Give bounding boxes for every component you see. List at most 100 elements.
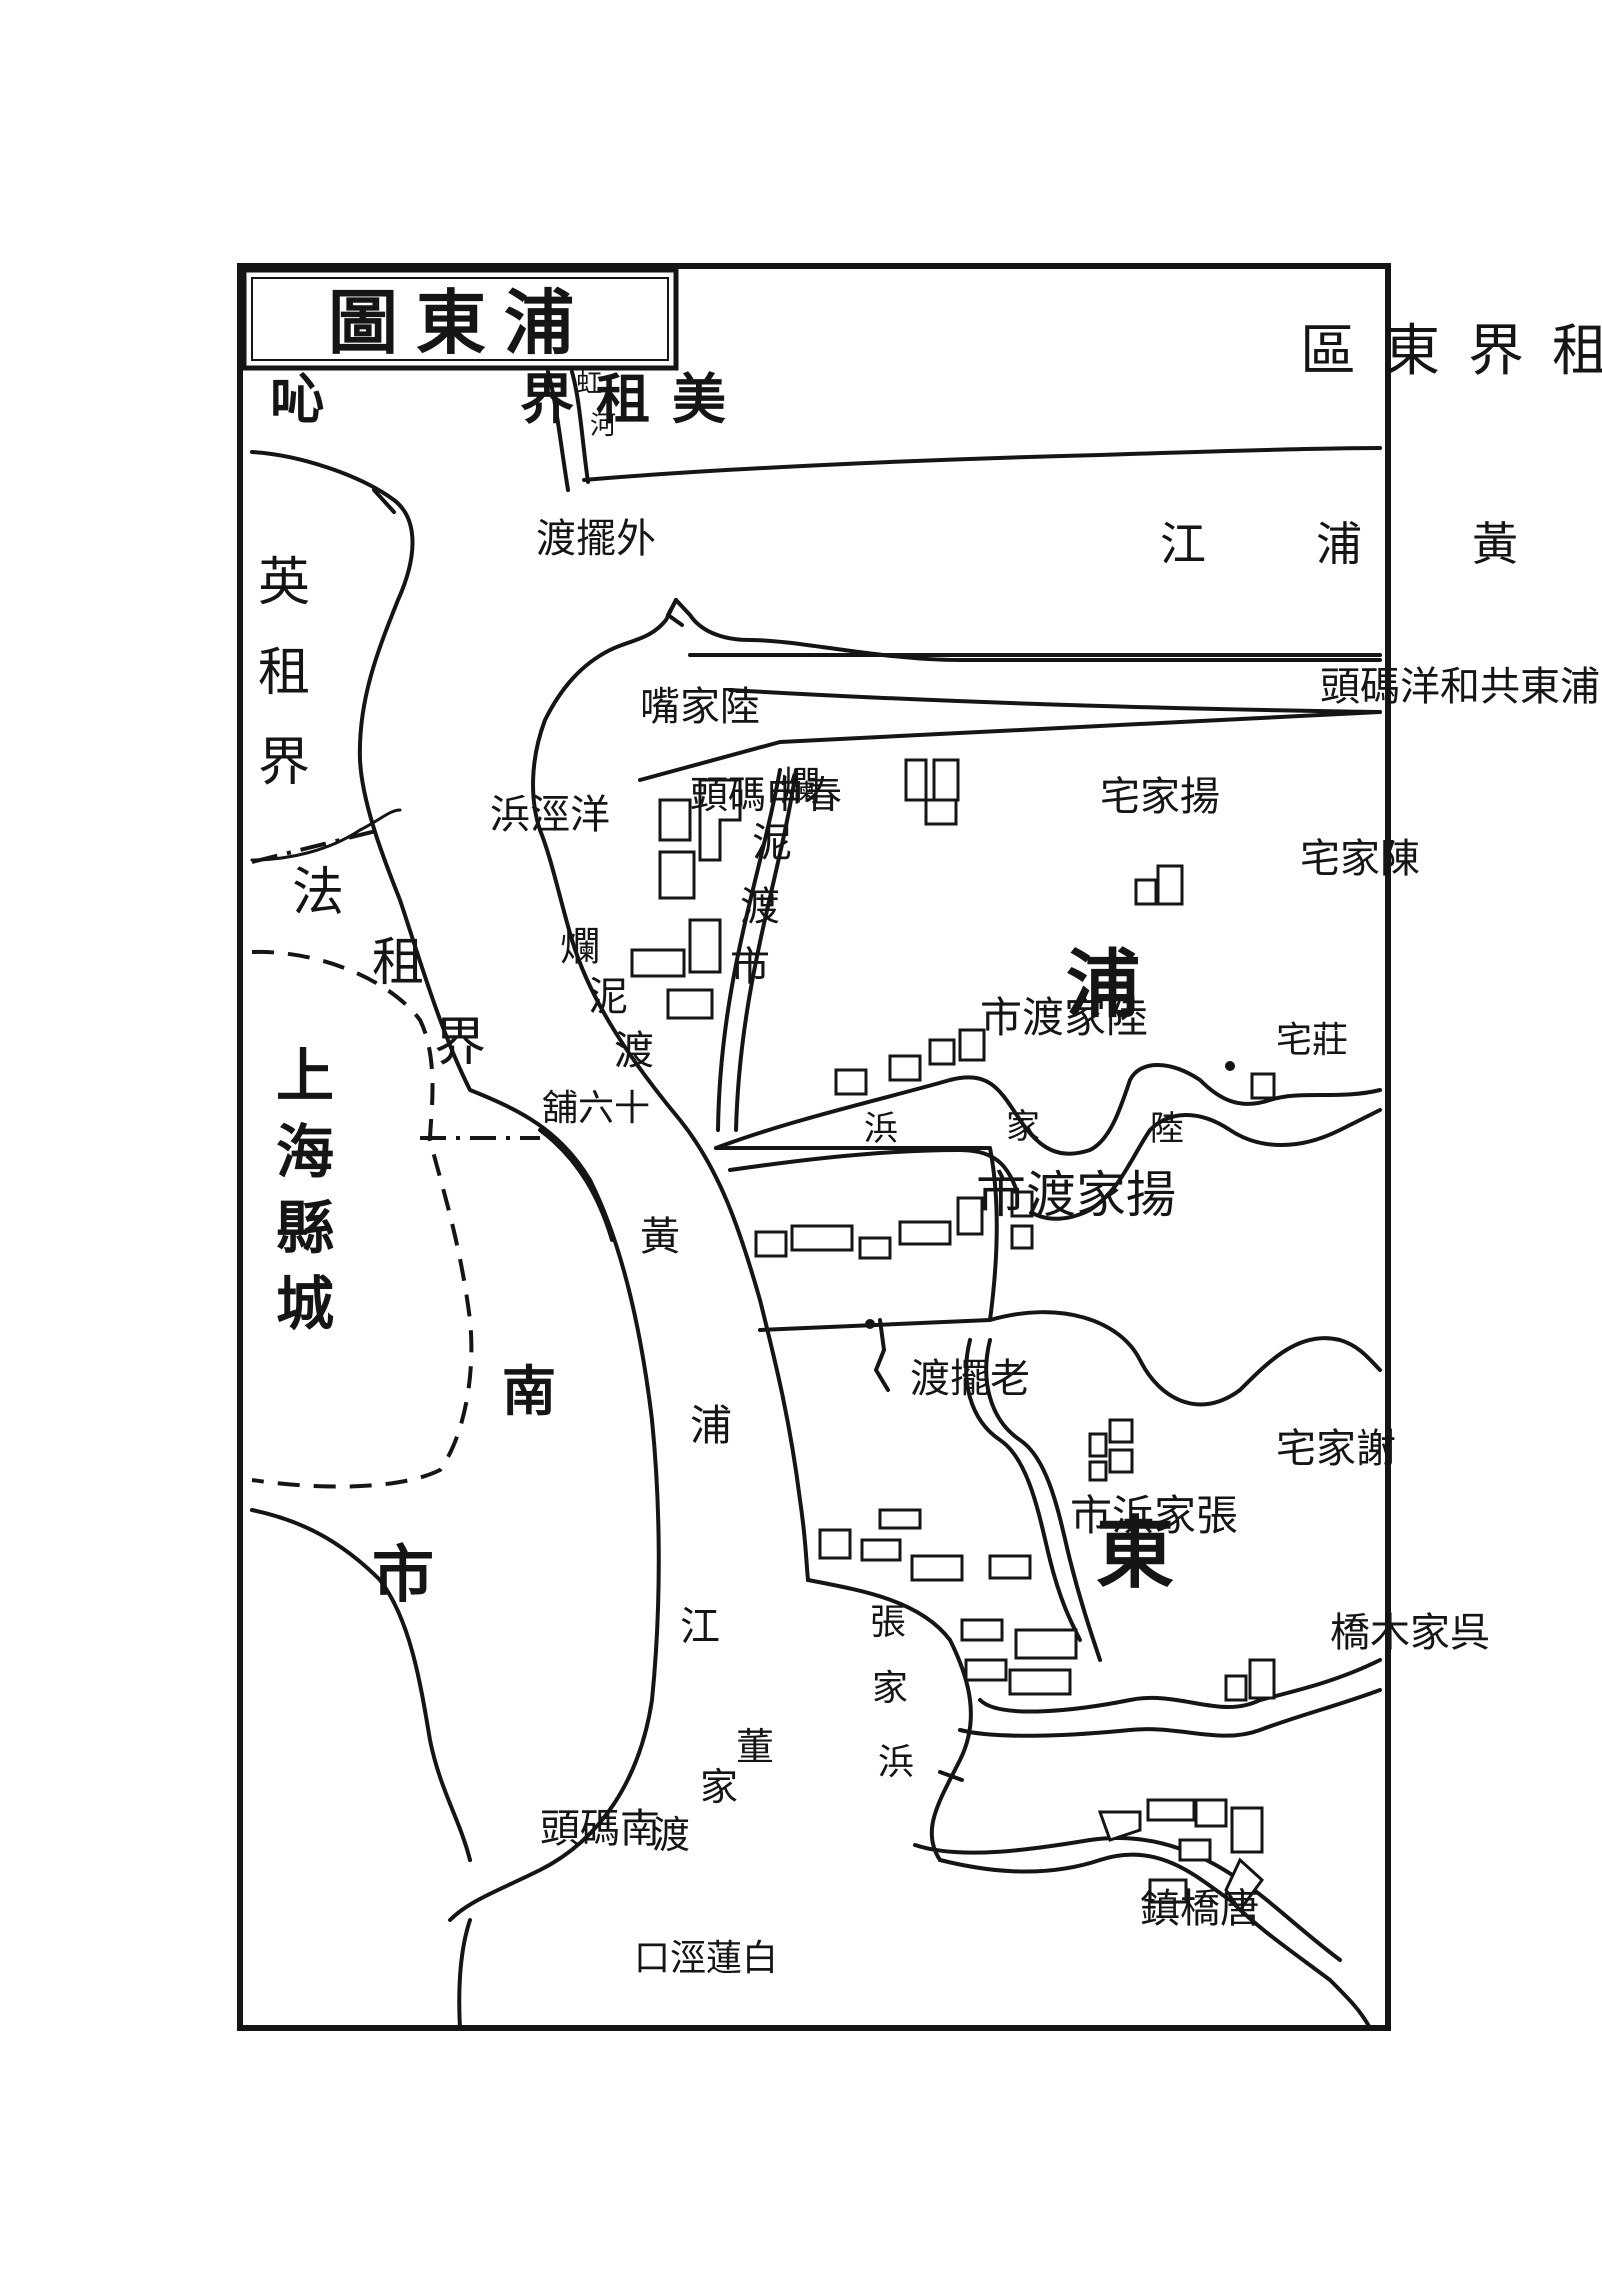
lannidu-dot bbox=[865, 1319, 875, 1329]
yangjiadu-block bbox=[714, 1146, 999, 1332]
label-waibaidu: 外擺渡 bbox=[536, 516, 656, 562]
river-north-bank-line bbox=[582, 446, 1382, 482]
label-fazujie-char1: 法 bbox=[292, 863, 344, 923]
label-dongjiadu-char3: 渡 bbox=[652, 1813, 690, 1857]
zhangjiabang-south-branch bbox=[806, 1578, 973, 1862]
label-shi: 市 bbox=[372, 1538, 434, 1611]
label-zhangjiabang-shi: 張家浜市 bbox=[1070, 1491, 1238, 1540]
label-yingzujie-char3: 界 bbox=[258, 733, 310, 793]
label-lanni-du-char2: 泥 bbox=[588, 974, 628, 1020]
label-hongkou: 虹 河 bbox=[576, 369, 616, 441]
label-meizujie-extra: 吣 bbox=[270, 367, 324, 431]
jiabang-creek-south bbox=[728, 1108, 1382, 1221]
label-dongjiadu-char1: 董 bbox=[736, 1725, 774, 1769]
label-shanghai-city: 上 海 縣 城 bbox=[276, 1042, 334, 1338]
label-pudong-wharf: 浦東共和洋碼頭 bbox=[1320, 664, 1600, 710]
puxi-west-creek bbox=[250, 1508, 472, 1862]
city-wall-boundary bbox=[251, 949, 474, 1489]
zhangjiabang-creek-main bbox=[984, 1338, 1102, 1662]
label-jiabang-char-lu: 陸 bbox=[1150, 1109, 1184, 1149]
tangqiao-buildings bbox=[1097, 1798, 1265, 1913]
label-fazujie-char2: 租 bbox=[372, 933, 424, 993]
label-fazujie: 法 租 界 bbox=[292, 863, 486, 1073]
label-shanghai-city-char2: 海 bbox=[276, 1118, 334, 1186]
label-meizujie: 美租界 bbox=[520, 367, 748, 431]
tangqiao-creek-2 bbox=[913, 1836, 1342, 1962]
label-nan: 南 bbox=[502, 1359, 556, 1423]
label-yang-residence: 揚家宅 bbox=[1100, 774, 1220, 820]
laobaidu-creek-east bbox=[988, 1310, 1382, 1407]
label-xie-residence: 謝家宅 bbox=[1276, 1426, 1396, 1472]
label-jiabang: 浜 家 陸 bbox=[864, 1107, 1184, 1149]
label-zhangjiabang: 張 家 浜 bbox=[870, 1602, 914, 1783]
label-lujiazui: 陸家嘴 bbox=[640, 684, 760, 730]
chen-residence-buildings bbox=[1134, 864, 1184, 906]
label-yangjingbang: 洋涇浜 bbox=[490, 792, 610, 838]
map-title: 浦東圖 bbox=[328, 281, 592, 364]
lujiazui-outline bbox=[531, 598, 1382, 1582]
label-wujia-bridge: 呉家木橋 bbox=[1330, 1610, 1490, 1656]
label-pu-mid: 浦 bbox=[690, 1401, 732, 1450]
lannidu-buildings bbox=[630, 778, 742, 1020]
label-zhuang-residence: 莊宅 bbox=[1276, 1020, 1348, 1061]
label-lujiadu-shi: 陸家渡市 bbox=[980, 993, 1148, 1042]
yangjingbang-creek bbox=[250, 808, 402, 862]
label-yingzujie-char2: 租 bbox=[258, 643, 310, 703]
jiabang-creek-north bbox=[714, 1063, 1382, 1156]
label-shanghai-city-char4: 城 bbox=[276, 1270, 334, 1338]
label-lannidu-shi-char3: 渡 bbox=[740, 884, 780, 930]
label-lannidu-shi-char1: 爛 bbox=[780, 764, 820, 810]
label-shanghai-city-char3: 縣 bbox=[276, 1194, 334, 1262]
label-gonggong-zujie: 公共租界東區 bbox=[1300, 319, 1602, 384]
label-lannidu-shi-char2: 泥 bbox=[752, 820, 792, 866]
label-lanni-du: 爛 泥 渡 bbox=[560, 924, 654, 1074]
label-lannidu-shi-char4: 市 bbox=[730, 944, 770, 990]
xie-residence-buildings bbox=[1088, 1418, 1134, 1482]
label-zhangjiabang-char1: 張 bbox=[870, 1602, 906, 1643]
zhangjiabang-south-branch-2 bbox=[978, 1658, 1382, 1714]
label-yangjiadu-shi: 揚家渡市 bbox=[976, 1166, 1176, 1224]
label-jiang-mid: 江 bbox=[680, 1604, 720, 1650]
ferry-mark bbox=[874, 1318, 890, 1392]
label-bailianjing: 白蓮涇口 bbox=[634, 1938, 778, 1979]
lannidu-street-west bbox=[716, 768, 782, 1132]
label-zhangjiabang-char3: 浜 bbox=[878, 1742, 914, 1783]
label-dong-big: 東 bbox=[1096, 1508, 1174, 1599]
label-jiabang-char-jia: 家 bbox=[1006, 1107, 1040, 1147]
lannidu-street-east bbox=[734, 768, 798, 1132]
waibaidu-bridge-line bbox=[372, 488, 396, 514]
wujia-bridge-buildings bbox=[1224, 1658, 1276, 1702]
label-fazujie-char3: 界 bbox=[434, 1013, 486, 1073]
label-shiliupu: 十六舖 bbox=[542, 1088, 650, 1129]
label-jiabang-char-bang: 浜 bbox=[864, 1109, 898, 1149]
zhangjiabang-creek-2 bbox=[964, 1338, 1082, 1642]
label-chen-residence: 陳家宅 bbox=[1300, 836, 1420, 882]
title-box bbox=[241, 267, 679, 371]
label-laobaidu: 老擺渡 bbox=[910, 1356, 1030, 1402]
label-zhangjiabang-char2: 家 bbox=[872, 1668, 908, 1709]
river-west-bank-line bbox=[250, 450, 661, 1922]
label-lanniduyshi: 爛 泥 渡 市 bbox=[730, 764, 820, 990]
label-yingzujie-char1: 英 bbox=[258, 553, 310, 613]
small-inlet bbox=[938, 1770, 964, 1782]
wharf-strip-bottom bbox=[728, 688, 1382, 714]
chunshen-road bbox=[638, 710, 1382, 782]
lujiadu-buildings bbox=[834, 1028, 986, 1096]
label-lanni-du-char3: 渡 bbox=[614, 1028, 654, 1074]
zhuang-residence-buildings bbox=[1250, 1072, 1276, 1100]
hongkou-creek-east bbox=[570, 370, 590, 484]
label-pu-big: 浦 bbox=[1066, 942, 1140, 1028]
lujiazui-spike bbox=[666, 598, 684, 627]
label-lanni-du-char1: 爛 bbox=[560, 924, 600, 970]
tangqiao-creek bbox=[938, 1852, 1372, 2030]
zhangjiabang-south-branch-3 bbox=[958, 1688, 1382, 1738]
zhangjiabang-buildings bbox=[818, 1508, 1078, 1696]
title-box-inner bbox=[251, 277, 669, 361]
label-chunshen-wharf: 春申碼頭 bbox=[690, 773, 842, 817]
label-dongjiadu: 董 家 渡 bbox=[652, 1725, 774, 1857]
yang-residence-buildings bbox=[904, 758, 960, 826]
label-huangpu-mid: 黃 bbox=[640, 1214, 680, 1260]
label-hongkou-char1: 虹 bbox=[576, 369, 602, 399]
label-dongjiadu-char2: 家 bbox=[700, 1765, 738, 1809]
